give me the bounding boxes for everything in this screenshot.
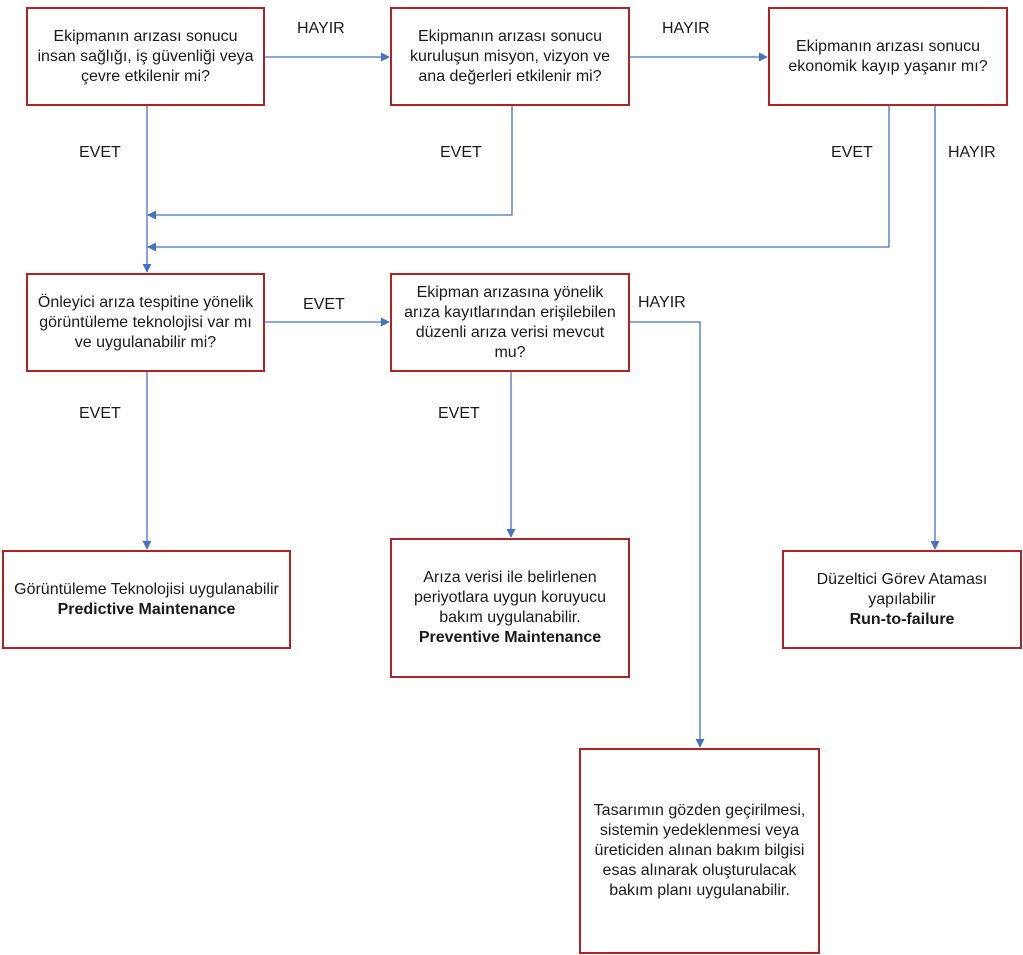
edge-q2-to-merge [147, 106, 513, 220]
result-preventive-text: Arıza verisi ile belirlenen periyotlara … [413, 569, 607, 626]
decision-failure-data: Ekipman arızasına yönelik arıza kayıtlar… [390, 273, 630, 372]
result-run-text: Düzeltici Görev Ataması yapılabilir [816, 570, 988, 608]
result-preventive-title: Preventive Maintenance [418, 629, 602, 646]
decision-economic-loss: Ekipmanın arızası sonucu ekonomik kayıp … [768, 7, 1008, 106]
label-q2-no: HAYIR [662, 20, 710, 37]
decision-imaging-technology-text: Önleyici arıza tespitine yönelik görüntü… [37, 293, 254, 351]
label-q2-yes: EVET [440, 144, 482, 161]
decision-human-safety-text: Ekipmanın arızası sonucu insan sağlığı, … [37, 27, 254, 85]
result-run-to-failure: Düzeltici Görev Ataması yapılabilir Run-… [782, 550, 1022, 649]
label-q3-yes: EVET [831, 144, 873, 161]
decision-economic-loss-text: Ekipmanın arızası sonucu ekonomik kayıp … [788, 37, 988, 75]
label-q3-no: HAYIR [948, 144, 996, 161]
result-predictive-title: Predictive Maintenance [57, 600, 236, 618]
label-q1-yes: EVET [79, 144, 121, 161]
edge-q3-to-merge [147, 106, 890, 252]
label-q5-no: HAYIR [638, 294, 686, 311]
edge-q5-to-design [630, 321, 705, 748]
result-predictive-maintenance: Görüntüleme Teknolojisi uygulanabilir Pr… [2, 550, 291, 649]
result-design-text: Tasarımın gözden geçirilmesi, sistemin y… [593, 802, 806, 899]
decision-mission-vision-text: Ekipmanın arızası sonucu kuruluşun misyo… [409, 27, 611, 85]
decision-failure-data-text: Ekipman arızasına yönelik arıza kayıtlar… [404, 283, 616, 361]
decision-human-safety: Ekipmanın arızası sonucu insan sağlığı, … [26, 7, 265, 106]
result-design-review: Tasarımın gözden geçirilmesi, sistemin y… [579, 748, 820, 954]
label-q5-yes: EVET [438, 405, 480, 422]
decision-mission-vision: Ekipmanın arızası sonucu kuruluşun misyo… [390, 7, 630, 106]
result-preventive-maintenance: Arıza verisi ile belirlenen periyotlara … [390, 538, 630, 678]
label-q4-yes-right: EVET [303, 296, 345, 313]
label-q4-yes-down: EVET [79, 405, 121, 422]
result-predictive-text: Görüntüleme Teknolojisi uygulanabilir [14, 580, 279, 598]
decision-imaging-technology: Önleyici arıza tespitine yönelik görüntü… [26, 273, 265, 372]
label-q1-no: HAYIR [297, 20, 345, 37]
result-run-title: Run-to-failure [849, 610, 955, 628]
